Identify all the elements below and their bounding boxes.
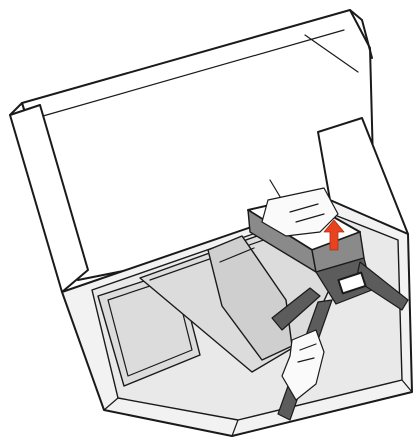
box-illustration (0, 0, 420, 444)
